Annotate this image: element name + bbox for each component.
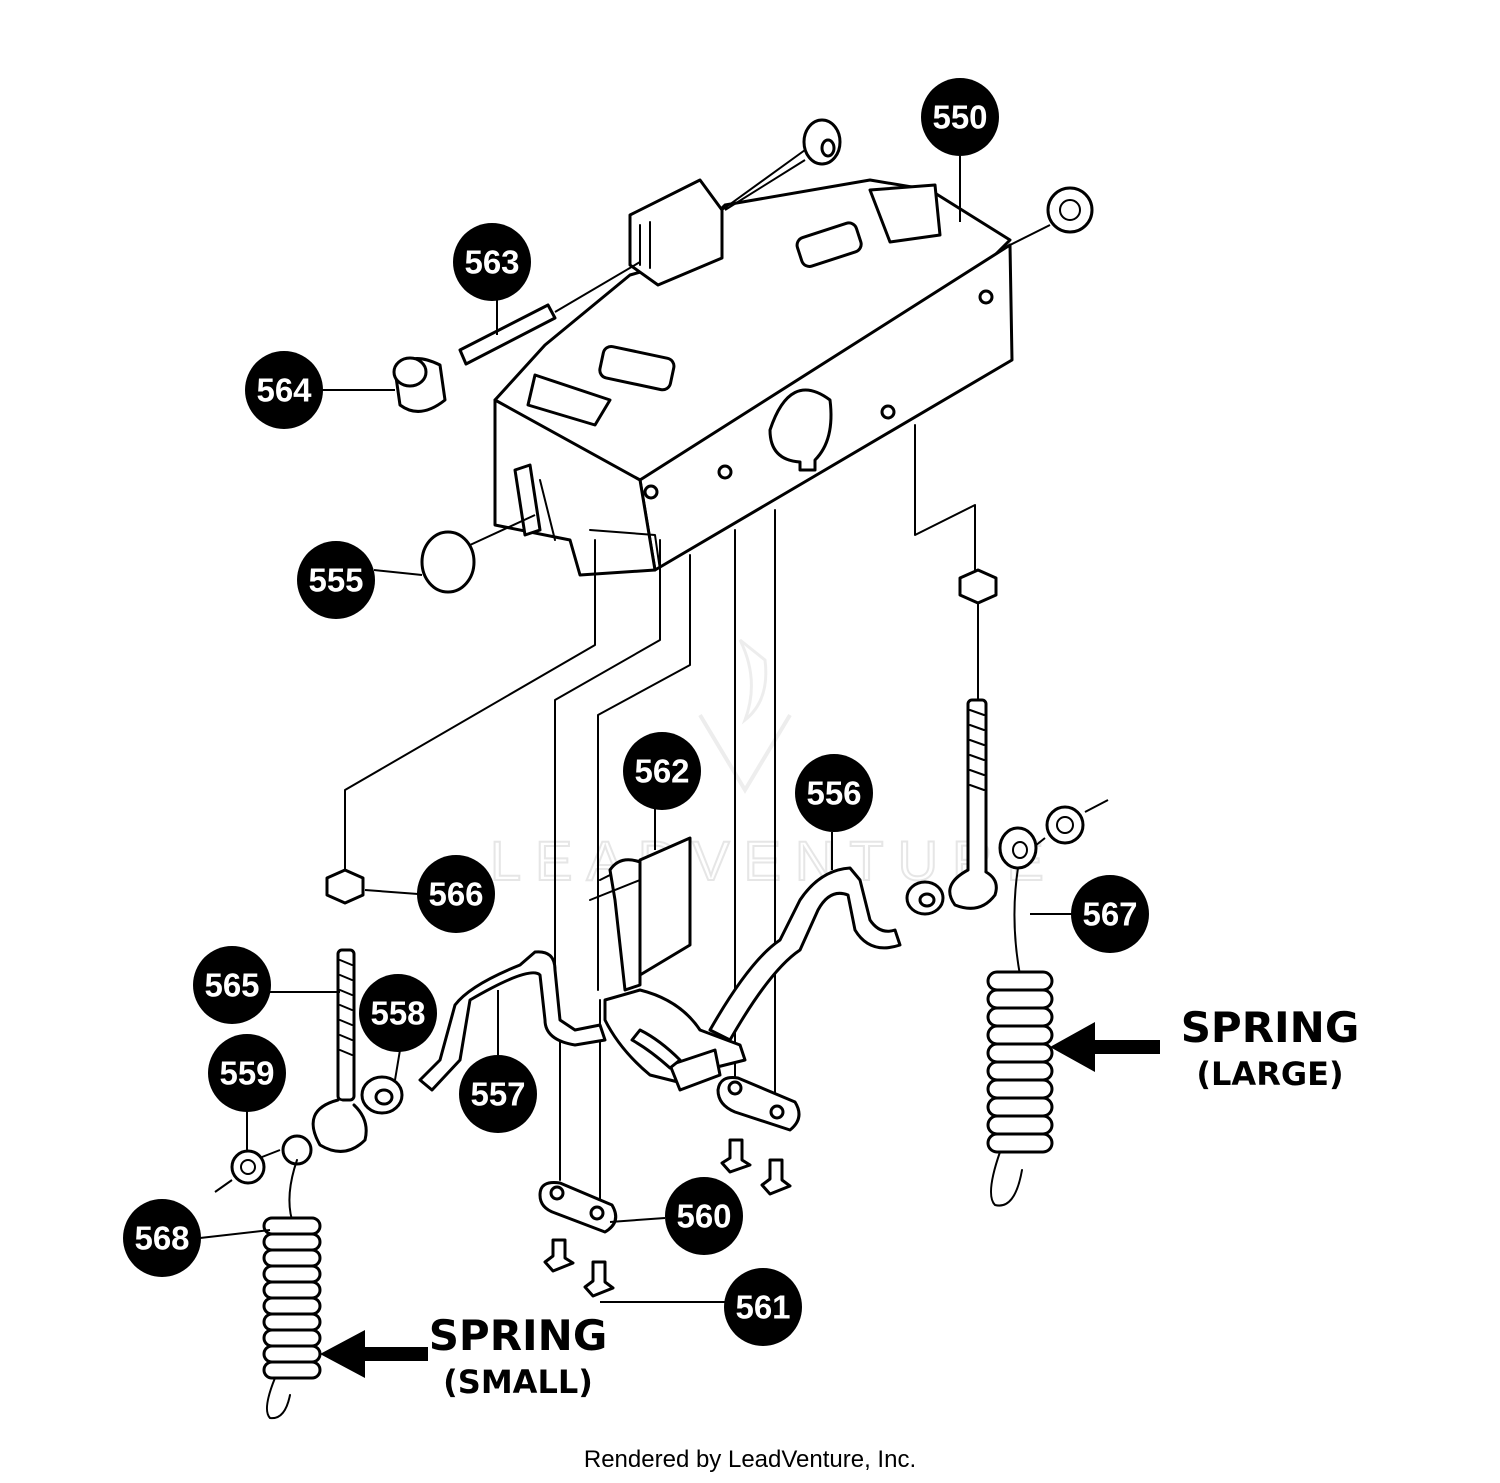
assembly-lines: [344, 424, 976, 1211]
pin-563: [458, 261, 641, 366]
svg-text:560: 560: [676, 1198, 731, 1235]
lock-washer-top-right: [1009, 186, 1094, 246]
watermark-logo: [698, 638, 792, 794]
callout-566[interactable]: 566: [417, 855, 495, 933]
callout-555[interactable]: 555: [297, 541, 375, 619]
callout-568[interactable]: 568: [123, 1199, 201, 1277]
callout-557[interactable]: 557: [459, 1055, 537, 1133]
screws-561: [543, 1138, 792, 1298]
svg-text:564: 564: [256, 372, 312, 409]
clip-562: [589, 836, 692, 992]
spring-large: [986, 826, 1054, 1207]
exploded-view: LEADVENTURE: [123, 78, 1360, 1420]
svg-text:567: 567: [1082, 896, 1137, 933]
lock-washer-559: [214, 1134, 313, 1193]
callout-565[interactable]: 565: [193, 946, 271, 1024]
callout-563[interactable]: 563: [453, 223, 531, 301]
spring-small: [262, 1159, 322, 1420]
svg-text:558: 558: [370, 995, 425, 1032]
spring-small-sub: (SMALL): [443, 1363, 593, 1401]
callout-leaders: [199, 156, 1073, 1303]
link-plate-560-left: [538, 1181, 618, 1234]
eye-bolt-right: [905, 698, 998, 916]
nut-566: [325, 868, 365, 905]
callout-550[interactable]: 550: [921, 78, 999, 156]
callout-556[interactable]: 556: [795, 754, 873, 832]
eye-bolt-565: [311, 948, 368, 1153]
callout-567[interactable]: 567: [1071, 875, 1149, 953]
arrow-spring-large: [1050, 1022, 1160, 1072]
svg-text:555: 555: [308, 562, 363, 599]
spring-large-title: SPRING: [1181, 1003, 1360, 1052]
lock-washer-right: [1029, 799, 1109, 851]
washer-top-left: [721, 118, 842, 211]
rod-556: [708, 866, 902, 1042]
svg-text:565: 565: [204, 967, 259, 1004]
plug-555: [420, 514, 536, 594]
svg-text:550: 550: [932, 99, 987, 136]
callout-564[interactable]: 564: [245, 351, 323, 429]
svg-text:563: 563: [464, 244, 519, 281]
callout-559[interactable]: 559: [208, 1034, 286, 1112]
footer-credit: Rendered by LeadVenture, Inc.: [583, 1446, 917, 1473]
callout-562[interactable]: 562: [623, 732, 701, 810]
callout-558[interactable]: 558: [359, 974, 437, 1052]
bracket-550-drawing: [493, 178, 1014, 577]
link-plate-560-right: [716, 1076, 801, 1132]
callout-560[interactable]: 560: [665, 1177, 743, 1255]
svg-text:557: 557: [470, 1076, 525, 1113]
svg-text:561: 561: [735, 1289, 790, 1326]
pivot-assembly: [603, 988, 747, 1092]
svg-text:566: 566: [428, 876, 483, 913]
bushing-564: [392, 356, 447, 413]
spring-small-title: SPRING: [429, 1311, 608, 1360]
svg-text:568: 568: [134, 1220, 189, 1257]
svg-text:556: 556: [806, 775, 861, 812]
callout-561[interactable]: 561: [724, 1268, 802, 1346]
svg-text:559: 559: [219, 1055, 274, 1092]
svg-text:562: 562: [634, 753, 689, 790]
spring-large-sub: (LARGE): [1196, 1055, 1343, 1093]
rod-557: [418, 950, 607, 1092]
washer-558: [360, 1075, 404, 1115]
arrow-spring-small: [320, 1330, 428, 1378]
nut-right: [958, 568, 998, 701]
